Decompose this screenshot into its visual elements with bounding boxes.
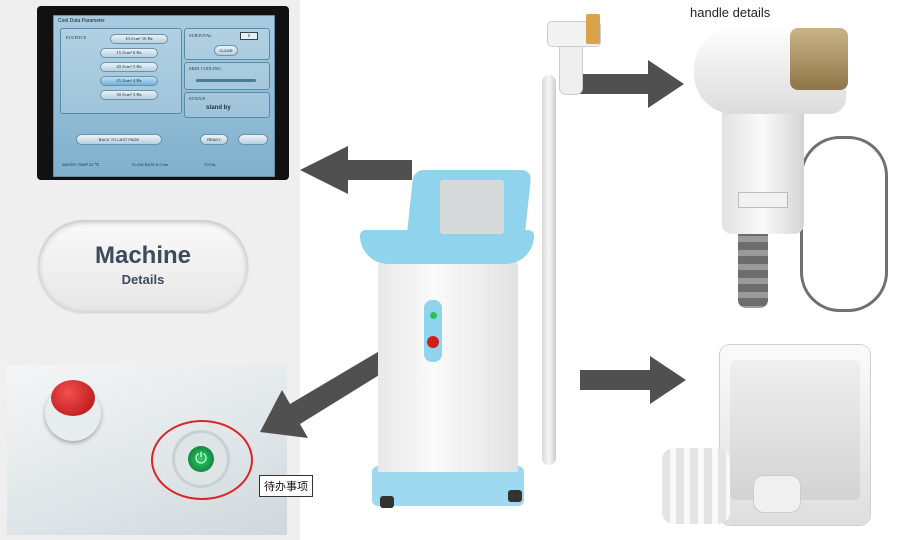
arrow-down-left-icon [260, 340, 410, 438]
touchscreen-ui: Cool Data Parameter FLUENCE 10 J/cm² 10 … [53, 15, 275, 177]
fluence-option: 15 J/cm² 6 Hz [100, 48, 158, 58]
handle-details-label: handle details [690, 5, 771, 20]
status-label: STATUS [189, 96, 206, 101]
tooltip: 待办事项 [259, 475, 313, 497]
arrow-right-icon [576, 60, 684, 108]
handpiece-grip [560, 42, 582, 94]
machine-control-strip [424, 300, 442, 362]
handle-cable [738, 228, 768, 308]
fluence-option: 20 J/cm² 5 Hz [100, 62, 158, 72]
machine-base [372, 466, 524, 506]
machine-body [378, 260, 518, 472]
skin-cooling-label: SKIN COOLING [189, 66, 221, 71]
flow-rate-readout: FLOW RATE 6.0 l/m [132, 162, 169, 167]
wheel [508, 490, 522, 502]
clear-label: CLEAR [214, 45, 238, 56]
skin-cooling-panel [184, 62, 270, 90]
fluence-label: FLUENCE [66, 35, 87, 40]
tip-knob [754, 476, 800, 512]
total-readout: TOTAL [204, 162, 217, 167]
touchscreen-photo: Cool Data Parameter FLUENCE 10 J/cm² 10 … [37, 6, 289, 180]
handpiece-tip [586, 14, 600, 44]
handle-gold-tip [790, 28, 848, 90]
handle-sticker [738, 192, 788, 208]
handpiece-cable [542, 75, 556, 465]
arrow-right-icon [580, 356, 686, 404]
subtotal-value: 0 [240, 32, 258, 40]
skin-cooling-slider [196, 79, 256, 82]
machine-details-subtitle: Details [121, 272, 165, 287]
ready-label: READY [200, 134, 228, 145]
arrow-left-icon [300, 146, 412, 194]
status-value: stand by [206, 105, 231, 111]
start-button-label [238, 134, 268, 145]
tip-nozzle [662, 448, 730, 524]
emergency-stop-icon [51, 380, 95, 416]
fluence-option-selected: 25 J/cm² 4 Hz [100, 76, 158, 86]
machine-screen [440, 180, 504, 234]
screen-title: Cool Data Parameter [58, 18, 105, 24]
machine-details-title: Machine [94, 242, 192, 269]
status-panel [184, 92, 270, 118]
fluence-option: 10 J/cm² 10 Hz [110, 34, 168, 44]
fluence-option: 30 J/cm² 3 Hz [100, 90, 158, 100]
highlight-circle [151, 420, 253, 500]
subtotal-label: SUBTOTAL [189, 33, 213, 38]
machine-details-badge: Machine Details [38, 220, 248, 312]
machine-estop-icon [427, 336, 439, 348]
back-label: BACK TO LAST PAGE [76, 134, 162, 145]
machine-power-icon [430, 312, 437, 319]
water-temp-readout: WATER TEMP 22 ℃ [62, 162, 100, 167]
handle-grip [722, 94, 804, 234]
lanyard-strap [800, 136, 888, 312]
wheel [380, 496, 394, 508]
